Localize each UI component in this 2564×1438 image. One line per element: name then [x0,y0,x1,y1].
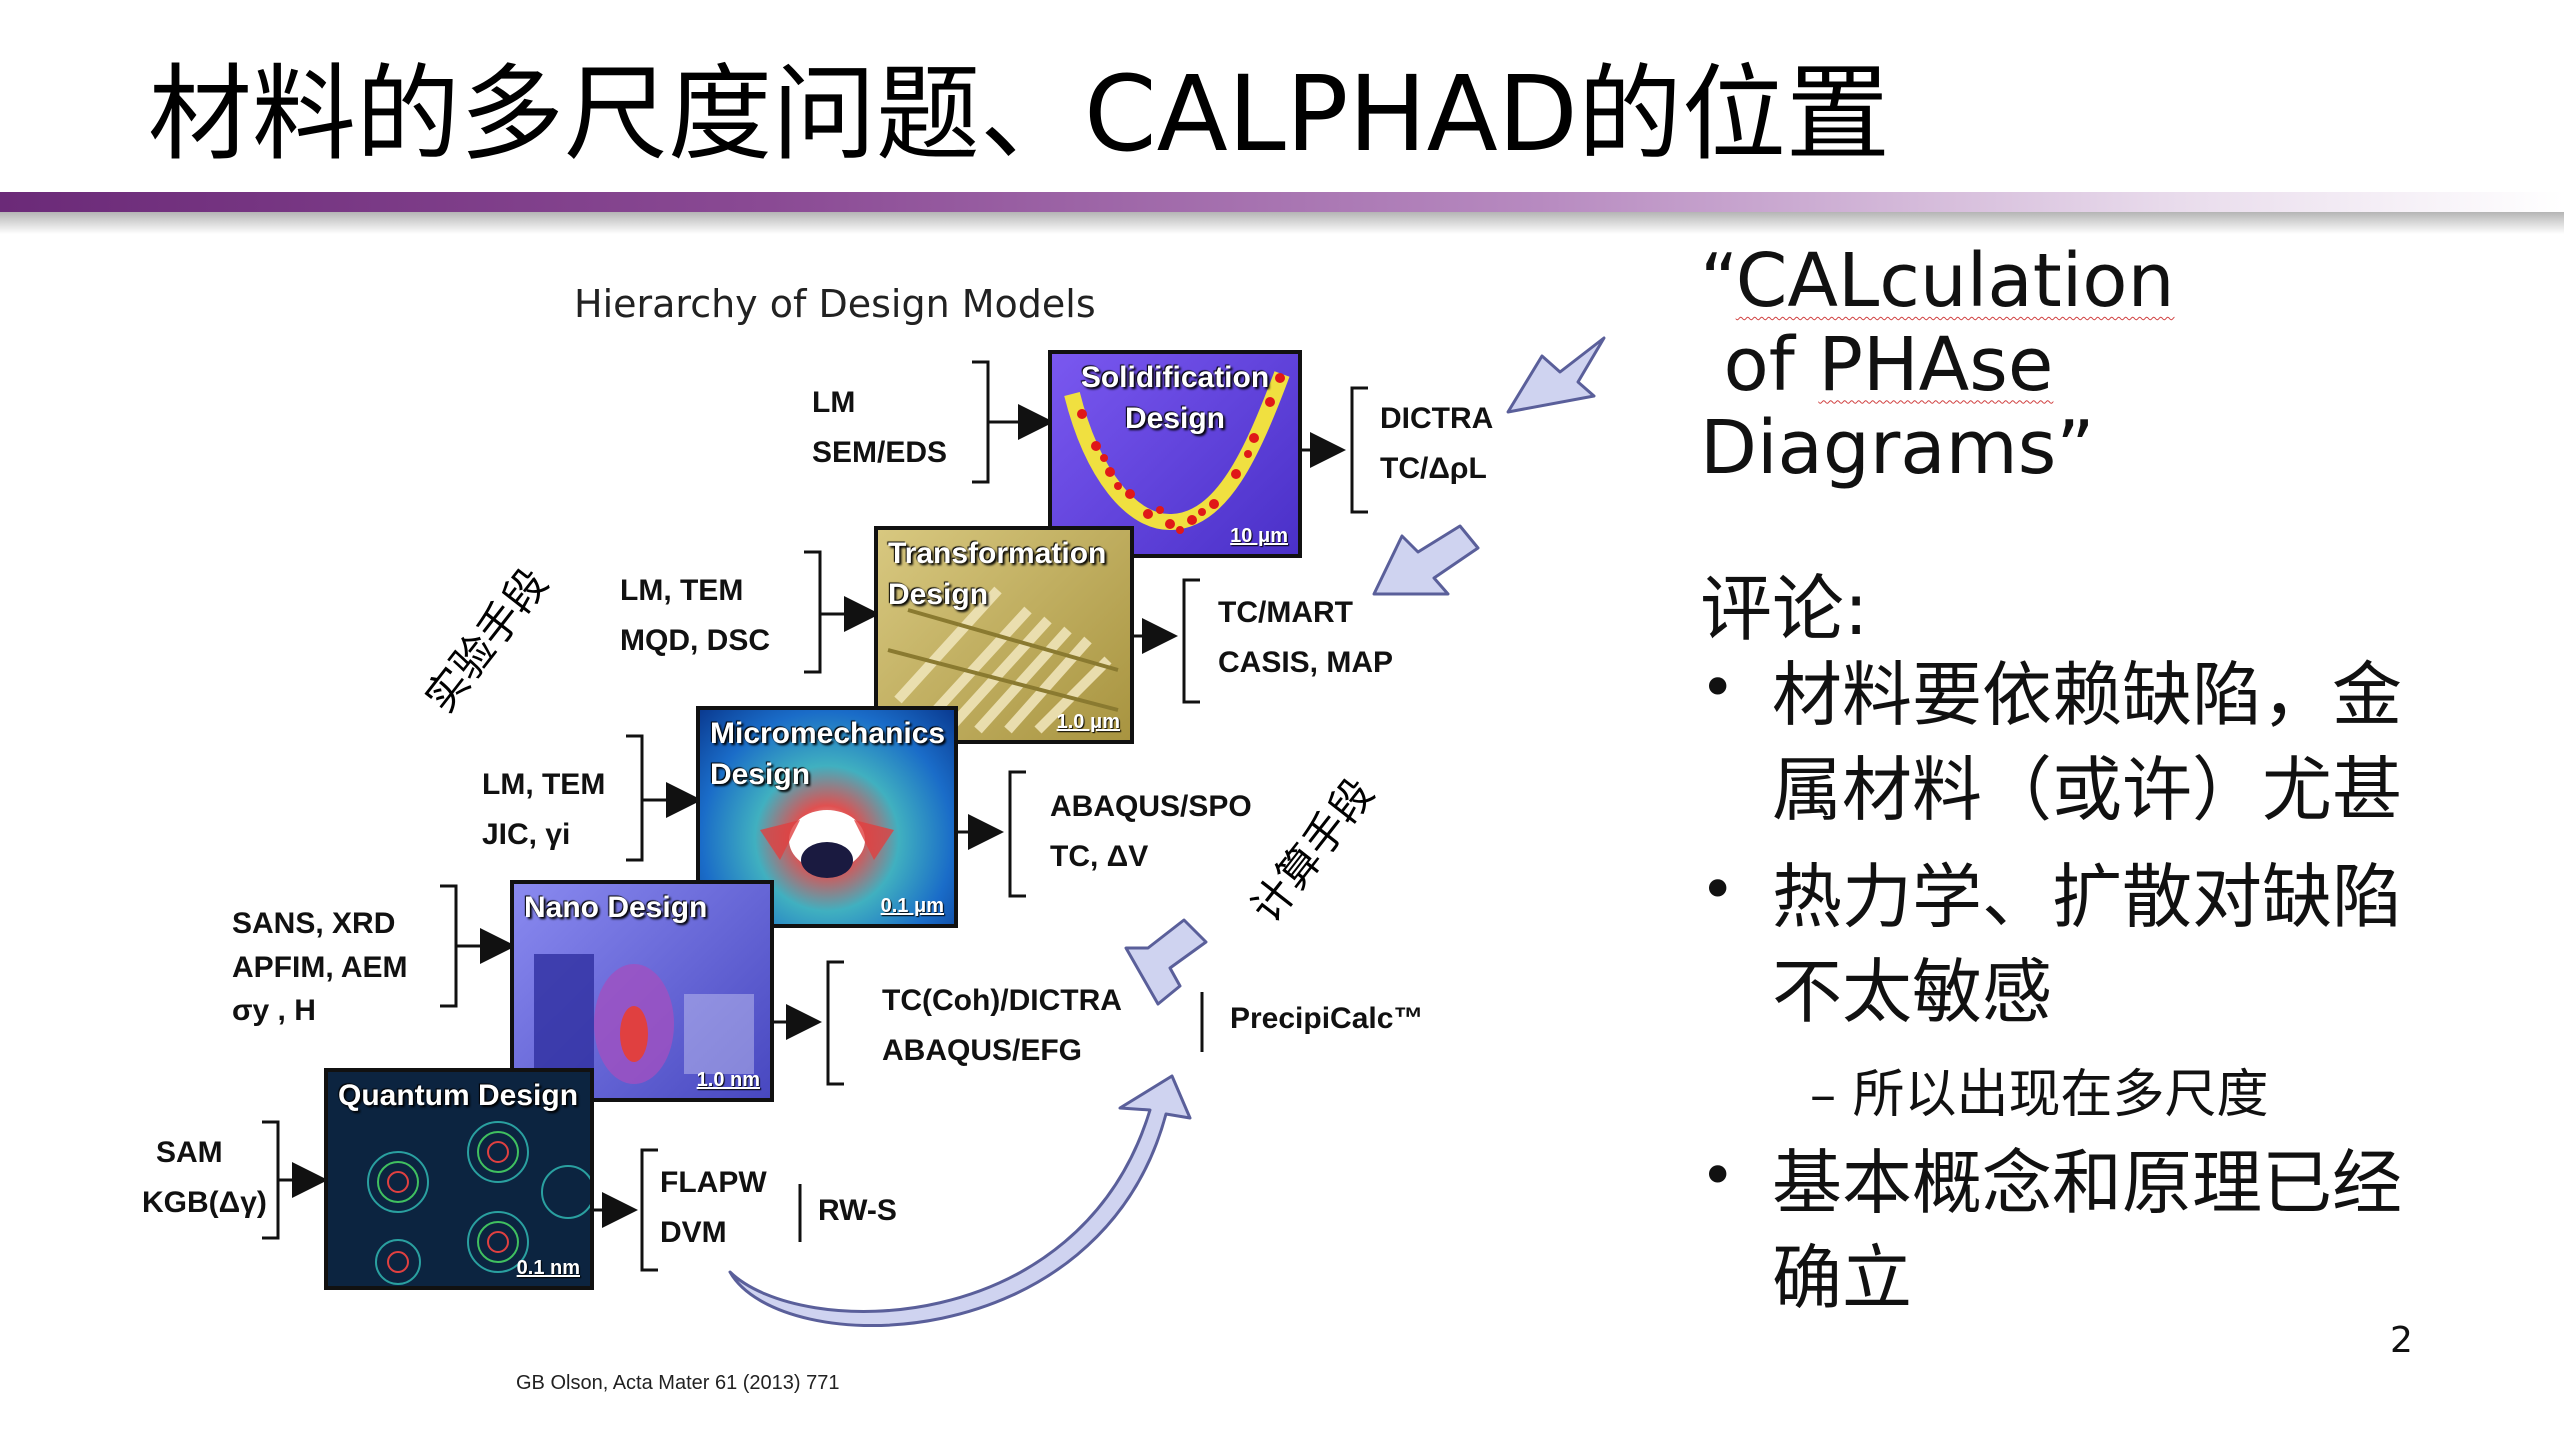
bullet-2-line1: 热力学、扩散对缺陷 [1772,856,2402,938]
tile-micromechanics-title-line2: Design [710,757,811,791]
level4-outputs: TC(Coh)/DICTRA ABAQUS/EFG [882,976,1122,1075]
level2-input-2: MQD, DSC [620,623,770,657]
level5-input-1: SAM [156,1136,223,1169]
quote-word-calculation: CALculation [1735,238,2175,324]
level4-output-1: TC(Coh)/DICTRA [882,984,1122,1017]
level2-outputs: TC/MART CASIS, MAP [1218,588,1393,687]
tile-quantum-title: Quantum Design [338,1079,579,1112]
micromechanics-void-graphic [760,810,894,878]
tile-transformation-title-line2: Design [888,577,989,611]
level5-input-2: KGB(Δγ) [142,1185,267,1219]
tile-solidification-scale: 10 μm [1230,525,1288,547]
citation: GB Olson, Acta Mater 61 (2013) 771 [516,1372,840,1394]
bullet-2: • 热力学、扩散对缺陷 不太敏感 [1700,850,2460,1039]
tile-transformation-scale: 1.0 μm [1056,711,1120,733]
level2-input-1: LM, TEM [620,574,744,607]
sub-bullet: – 所以出现在多尺度 [1810,1065,2269,1125]
quote-word-of: of [1700,321,1819,408]
slide-title: 材料的多尺度问题、CALPHAD的位置 [148,53,1890,175]
level5-output-1: FLAPW [660,1166,767,1199]
bullet-3-line2: 确立 [1772,1236,1912,1319]
level3-input-1: LM, TEM [482,768,606,801]
level1-input-1: LM [812,386,856,419]
title-underline-bar [0,192,2564,212]
quote-word-phase: PHAse [1818,321,2054,408]
bullet-2-line2: 不太敏感 [1772,950,2052,1033]
tile-solidification-title-line1: Solidification [1080,361,1270,394]
title-bar-shadow [0,212,2564,234]
level1-inputs: LM SEM/EDS [812,378,947,477]
diagram-title: Hierarchy of Design Models [574,282,1096,326]
tile-solidification-title-line2: Design [1124,401,1226,435]
solidification-curve-graphic [1064,371,1290,534]
level1-output-1: DICTRA [1380,402,1494,435]
level2-output-1: TC/MART [1218,596,1353,629]
quote-line2: Diagrams” [1700,405,2095,492]
tile-nano-design: Nano Design 1.0 nm [510,880,774,1102]
level1-outputs: DICTRA TC/ΔρL [1380,394,1493,493]
level5-outputs: FLAPW DVM [660,1158,767,1257]
calphad-quote: “CALculation of PHAse Diagrams” [1700,238,2480,492]
level4-inputs: SANS, XRD APFIM, AEM σy , H [232,902,408,1033]
bullet-1-line2: 属材料（或许）尤甚 [1772,748,2402,831]
level2-output-2: CASIS, MAP [1218,645,1394,679]
level3-input-2: JIC, γi [482,817,571,851]
bullet-dot: • [1700,1141,1736,1211]
tile-solidification-design: Solidification Design 10 μm [1048,350,1302,558]
quantum-charge-density-graphic [367,1121,590,1285]
level1-input-2: SEM/EDS [812,435,948,469]
level4-extra-tool: PrecipiCalc™ [1230,1002,1424,1035]
comment-label: 评论: [1700,567,1869,651]
tile-quantum-design: Quantum Design 0.1 nm [324,1068,594,1290]
level4-input-1: SANS, XRD [232,907,396,940]
nano-precipitate-graphic [534,954,754,1084]
bullet-dot: • [1700,653,1736,723]
level2-inputs: LM, TEM MQD, DSC [620,566,770,665]
level4-input-2: APFIM, AEM [232,950,408,984]
bullet-3-line1: 基本概念和原理已经 [1772,1142,2402,1224]
tile-nano-scale: 1.0 nm [696,1069,760,1091]
transformation-lath-graphic [887,586,1119,734]
level3-output-1: ABAQUS/SPO [1050,790,1252,823]
level3-output-2: TC, ΔV [1050,839,1149,873]
bullet-3: • 基本概念和原理已经 确立 [1700,1136,2460,1325]
level4-input-3: σy , H [232,994,316,1027]
level1-output-2: TC/ΔρL [1380,451,1487,485]
level5-output-2: DVM [660,1215,727,1249]
tile-nano-title: Nano Design [524,891,708,924]
page-number: 2 [2390,1320,2413,1361]
tile-transformation-title-line1: Transformation [888,537,1107,570]
calphad-definition: “CALculation of PHAse Diagrams” [1700,238,2480,492]
level3-outputs: ABAQUS/SPO TC, ΔV [1050,782,1252,881]
level4-output-2: ABAQUS/EFG [882,1033,1083,1067]
tile-micromechanics-scale: 0.1 μm [880,895,944,917]
bullet-dot: • [1700,855,1736,925]
level3-inputs: LM, TEM JIC, γi [482,760,605,859]
diagram-connectors [262,336,1606,1327]
tile-micromechanics-title-line1: Micromechanics [710,717,946,750]
quote-open-mark: “ [1700,238,1736,324]
tile-quantum-scale: 0.1 nm [516,1257,580,1279]
bullet-1: • 材料要依赖缺陷，金 属材料（或许）尤甚 [1700,648,2460,837]
bullet-1-line1: 材料要依赖缺陷，金 [1772,654,2402,736]
level5-extra-tool: RW-S [818,1194,897,1227]
level5-inputs: SAM KGB(Δγ) [142,1128,267,1227]
